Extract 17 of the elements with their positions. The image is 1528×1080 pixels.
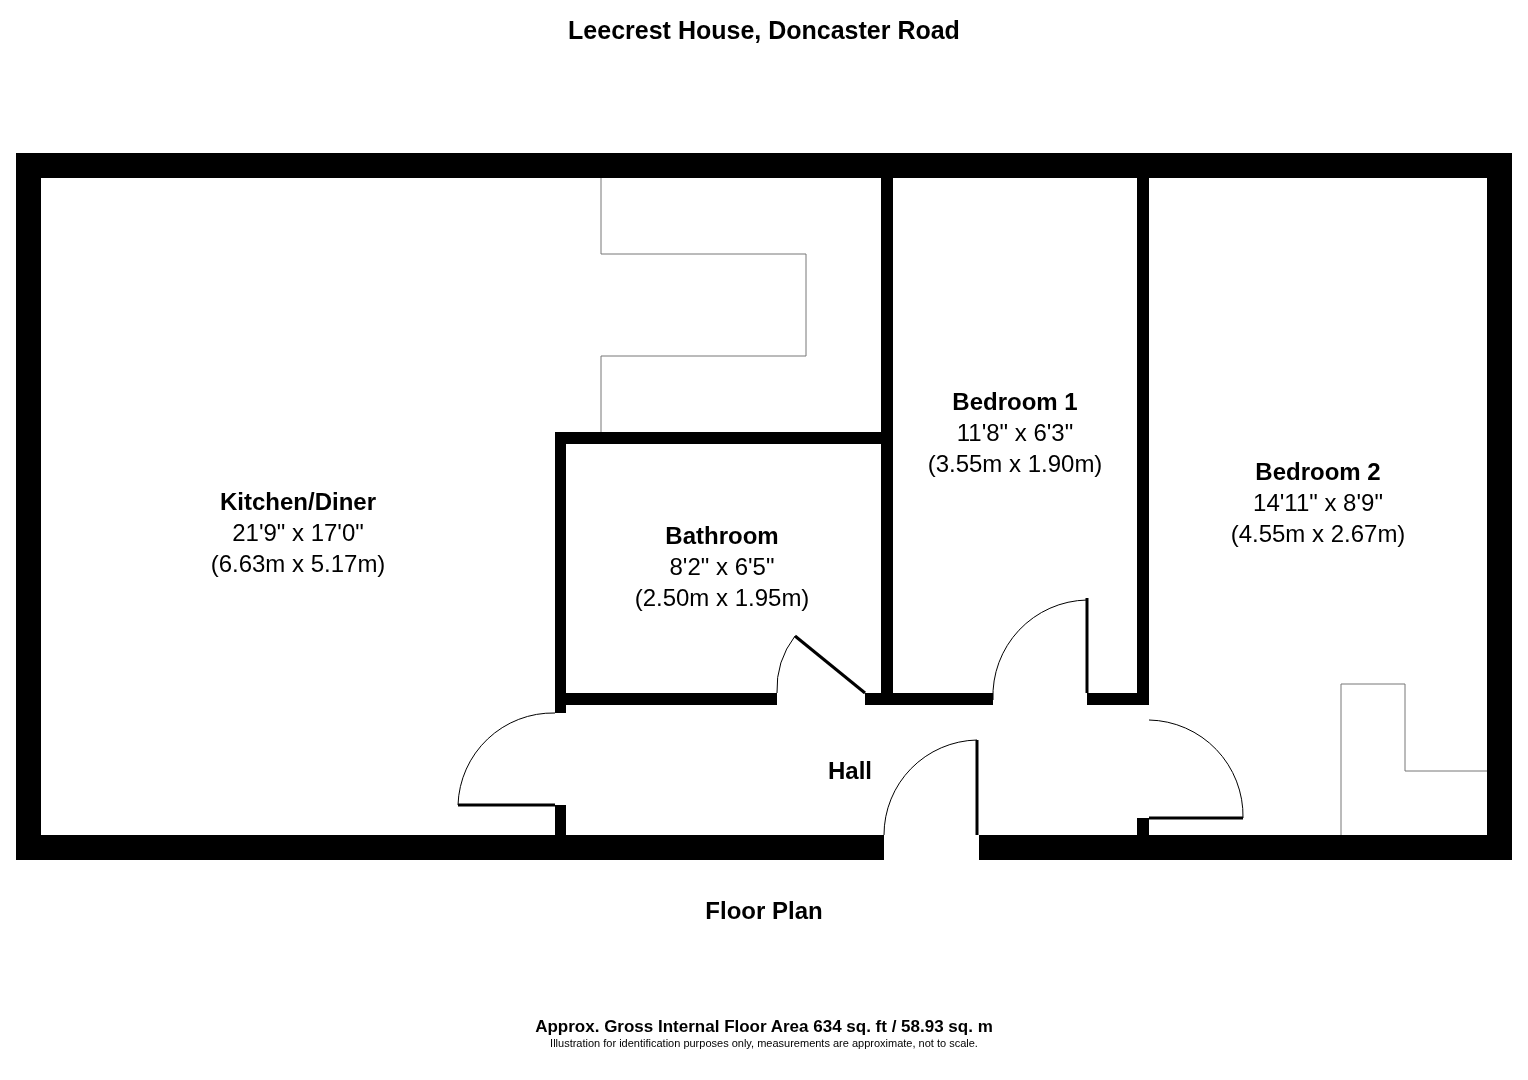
room-dimensions: 11'8" x 6'3" — [956, 418, 1074, 448]
room-dimensions: (6.63m x 5.17m) — [210, 549, 386, 579]
plan-title: Leecrest House, Doncaster Road — [568, 15, 960, 46]
floor-area-note: Approx. Gross Internal Floor Area 634 sq. ft / 58.93 sq. m — [535, 1016, 993, 1038]
disclaimer-note: Illustration for identification purposes only, measurements are approximate, not to scale. — [550, 1036, 978, 1051]
plan-caption: Floor Plan — [705, 896, 823, 926]
room-dimensions: 8'2" x 6'5" — [669, 552, 775, 582]
room-dimensions: (3.55m x 1.90m) — [927, 449, 1103, 479]
room-name: Bedroom 2 — [1255, 457, 1381, 487]
room-dimensions: 21'9" x 17'0" — [232, 518, 364, 548]
room-name: Bathroom — [665, 521, 779, 551]
room-dimensions: (4.55m x 2.67m) — [1230, 519, 1406, 549]
room-dimensions: (2.50m x 1.95m) — [634, 583, 810, 613]
room-name: Bedroom 1 — [952, 387, 1078, 417]
room-name: Kitchen/Diner — [220, 487, 376, 517]
room-name: Hall — [828, 756, 872, 786]
room-dimensions: 14'11" x 8'9" — [1253, 488, 1383, 518]
